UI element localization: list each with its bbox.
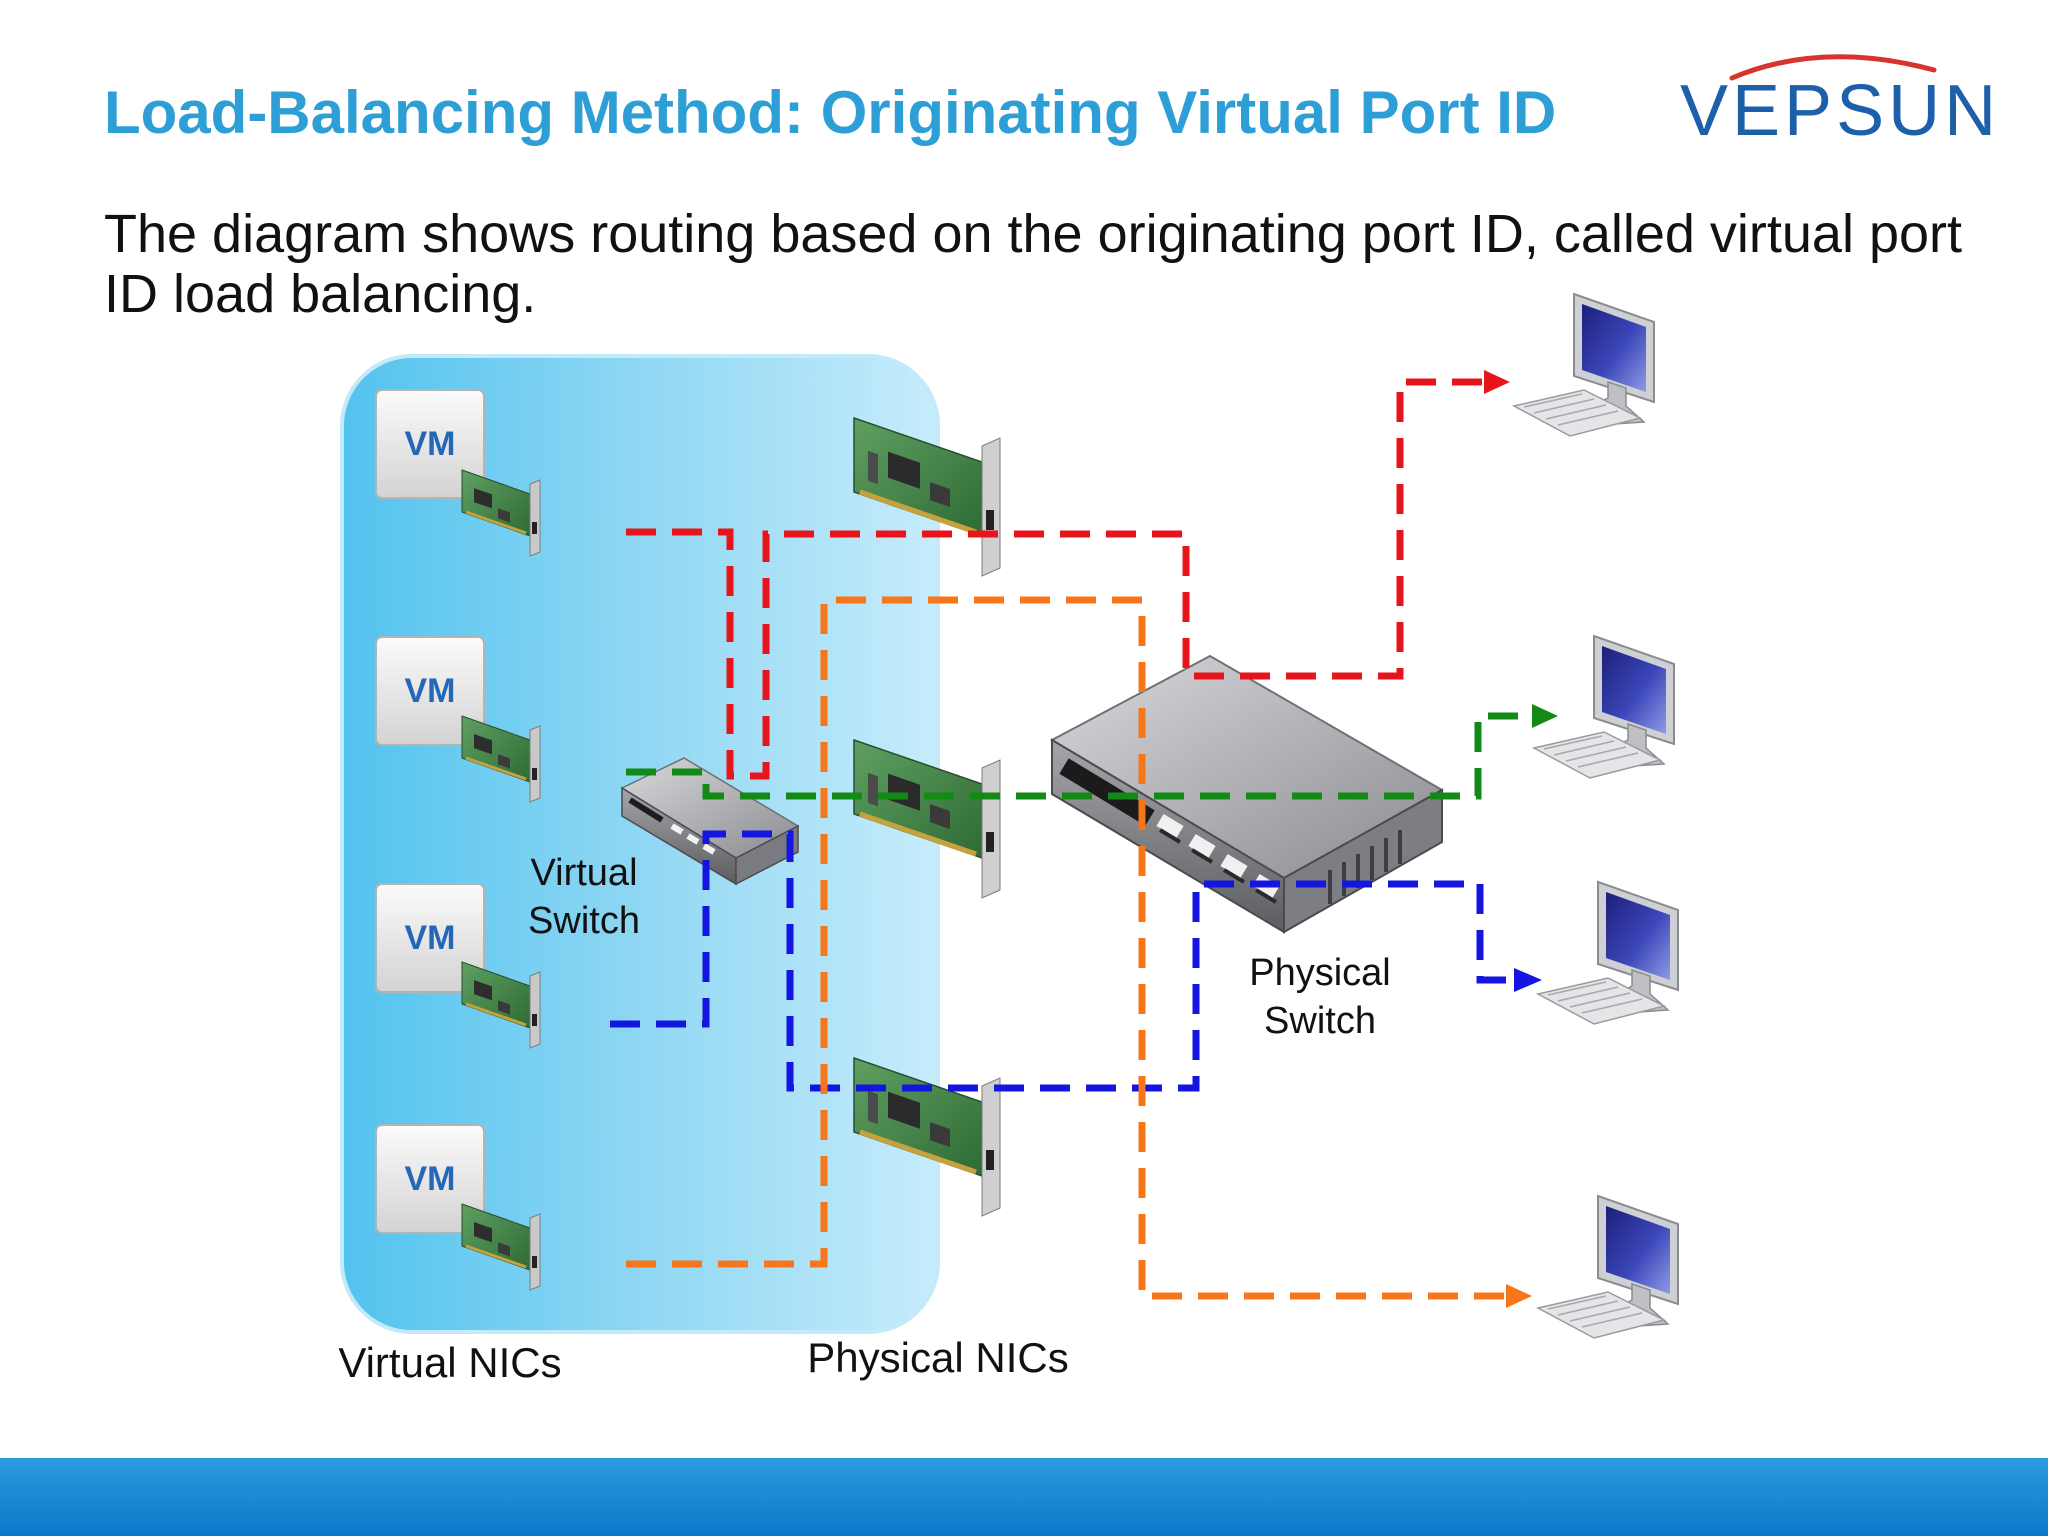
logo-text: VEPSUN <box>1680 71 2001 151</box>
vm-label: VM <box>405 919 456 957</box>
virtual-nics-label: Virtual NICs <box>338 1339 561 1386</box>
blue-arrowhead-icon <box>1514 968 1542 992</box>
vm-1: VM <box>375 389 485 499</box>
computer-icon <box>1533 635 1675 779</box>
vepsun-logo: VEPSUN <box>1672 48 1996 158</box>
physical-switch-label-line2: Switch <box>1264 1000 1376 1042</box>
physical-switch-label-line1: Physical <box>1249 952 1391 994</box>
orange-path <box>626 596 1504 1300</box>
orange-arrowhead-icon <box>1506 1284 1532 1308</box>
computer-icon <box>1513 293 1655 437</box>
logo-arc-icon <box>1729 54 1937 81</box>
footer-bar <box>0 1458 2048 1536</box>
red-path <box>626 378 1492 780</box>
virtual-switch-label-line1: Virtual <box>530 852 637 894</box>
computer-icon <box>1537 881 1679 1025</box>
vm-label: VM <box>405 672 456 710</box>
green-path <box>626 712 1540 800</box>
vm-3: VM <box>375 883 485 993</box>
vm-2: VM <box>375 636 485 746</box>
computer-icon <box>1537 1195 1679 1339</box>
slide-title: Load-Balancing Method: Originating Virtu… <box>104 79 1557 146</box>
green-arrowhead-icon <box>1532 704 1558 728</box>
vm-label: VM <box>405 425 456 463</box>
blue-path <box>610 830 1520 1092</box>
slide-description: The diagram shows routing based on the o… <box>104 204 1963 324</box>
physical-nics-label: Physical NICs <box>807 1334 1068 1381</box>
red-arrowhead-icon <box>1484 370 1510 394</box>
vm-4: VM <box>375 1124 485 1234</box>
virtual-switch-label-line2: Switch <box>528 900 640 942</box>
vm-label: VM <box>405 1160 456 1198</box>
